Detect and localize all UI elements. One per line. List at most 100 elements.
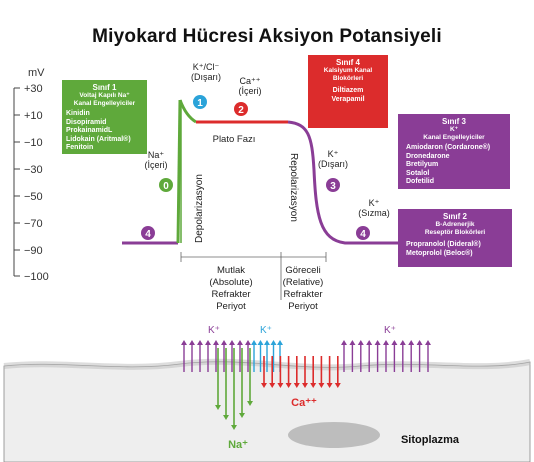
class1-drug: Fenitoin	[66, 144, 94, 151]
na-label: Na⁺	[148, 150, 165, 160]
k-out-arrow-head	[189, 340, 195, 345]
class1-drug: ProkainamidL	[66, 127, 113, 134]
ca-label: Ca⁺⁺	[239, 76, 260, 86]
class3-drug: Amiodaron (Cordarone®)	[406, 144, 491, 151]
absolute-refractory-line2: (Absolute)	[209, 277, 252, 288]
phase1-number: 1	[197, 98, 203, 109]
phase3-circle	[326, 178, 340, 192]
k-out-arrow-head	[197, 340, 203, 345]
k-out-arrow-head	[374, 340, 381, 345]
k-out-arrow-head	[264, 340, 270, 345]
phase0-number: 0	[163, 181, 169, 192]
na-in-arrows	[215, 348, 253, 430]
class1-subtitle1: Voltaj Kapılı Na⁺	[79, 92, 130, 99]
ca-in-arrow-head	[334, 383, 341, 388]
ca-in-arrow-head	[302, 383, 308, 388]
phase3-number: 3	[330, 181, 336, 192]
k-out-arrow-head	[213, 340, 219, 345]
tick-label: −70	[24, 218, 43, 230]
na-in-arrow-head	[247, 401, 253, 406]
k-leak-direction: (Sızma)	[358, 208, 390, 218]
axis-unit: mV	[28, 67, 45, 79]
phase1-circle	[193, 95, 207, 109]
na-cell-label: Na⁺	[228, 439, 248, 451]
tick-label: −50	[24, 191, 43, 203]
na-in-arrow-head	[223, 415, 229, 420]
ca-in-arrow-head	[277, 383, 284, 388]
k-out-arrow-head	[408, 340, 415, 345]
k-leak-label: K⁺	[369, 198, 380, 208]
class2-subtitle1: B-Adrenerjik	[435, 221, 475, 228]
class3-title: Sınıf 3	[441, 117, 466, 126]
class1-subtitle2: Kanal Engelleyiciler	[73, 100, 136, 107]
phase3-repolarization	[287, 120, 408, 245]
class3-drug: Bretilyum	[406, 161, 439, 168]
class2-drug: Metoprolol (Beloc®)	[406, 249, 473, 257]
relative-refractory-line4: Periyot	[288, 301, 318, 312]
class4-drug: Diltiazem	[332, 87, 364, 94]
tick-label: +30	[24, 83, 43, 95]
k-out-arrows-right	[341, 340, 431, 372]
phase4-circle-left	[141, 226, 155, 240]
class4-title: Sınıf 4	[335, 58, 360, 67]
phase4-number-left: 4	[145, 229, 151, 240]
phase2-circle	[234, 102, 248, 116]
k-out-arrow-head	[366, 340, 373, 345]
k-out-arrow-head	[251, 340, 257, 345]
ca-in-arrow-head	[293, 383, 300, 388]
ca-in-arrow-head	[269, 383, 276, 388]
phase4-circle-right	[356, 226, 370, 240]
na-in-arrow-head	[239, 413, 245, 418]
class2-subtitle2: Reseptör Blokörleri	[424, 229, 486, 236]
class1-drug: Disopiramid	[66, 118, 107, 126]
phase2-number: 2	[238, 105, 244, 116]
ca-in-arrow-head	[310, 383, 317, 388]
tick-label: −100	[24, 271, 49, 283]
ca-in-arrow-head	[261, 383, 267, 388]
absolute-refractory-line1: Mutlak	[217, 265, 245, 276]
k-out-arrow-head	[205, 340, 211, 345]
k-cl-direction: (Dışarı)	[191, 72, 221, 82]
k-out-arrow-head	[416, 340, 423, 345]
class1-box: Sınıf 1 Voltaj Kapılı Na⁺ Kanal Engelley…	[62, 80, 147, 154]
k-out-arrow-head	[257, 340, 264, 345]
k-out-arrows-left	[181, 340, 251, 372]
phase0-upstroke	[176, 99, 182, 244]
cytoplasm-label: Sitoplazma	[401, 434, 460, 446]
absolute-refractory-line4: Periyot	[216, 301, 246, 312]
k-out-arrow-head	[383, 340, 389, 345]
class1-drug: Lidokain (Aritmal®)	[66, 135, 131, 143]
class4-drug: Verapamil	[331, 95, 365, 103]
k-out-arrow-head	[357, 340, 364, 345]
k-out-arrow-head	[270, 340, 277, 345]
class1-title: Sınıf 1	[92, 83, 117, 92]
class2-drug: Propranolol (Dideral®)	[406, 241, 481, 248]
k-out-arrow-head	[399, 340, 406, 345]
ca-cell-label: Ca⁺⁺	[291, 397, 317, 409]
tick-label: −90	[24, 245, 43, 257]
class3-drug: Dronedarone	[406, 152, 450, 160]
phase0-circle	[159, 178, 173, 192]
k-out-arrow-head	[245, 340, 251, 345]
ca-in-arrow-head	[285, 383, 292, 388]
k-out-arrow-head	[341, 340, 347, 345]
relative-refractory-line3: Refrakter	[283, 289, 322, 300]
ca-in-arrow-head	[326, 383, 333, 388]
tick-label: −10	[24, 137, 43, 149]
k-out-arrow-head	[237, 340, 243, 345]
repolarization-label: Repolarizasyon	[288, 153, 299, 222]
k-out-arrow-head	[221, 340, 227, 345]
k-out-direction: (Dışarı)	[318, 159, 348, 169]
absolute-refractory-line3: Refrakter	[211, 289, 250, 300]
tick-label: −30	[24, 164, 43, 176]
na-in-arrow-head	[215, 405, 221, 410]
na-in-arrow-head	[231, 425, 237, 430]
class3-box: Sınıf 3 K⁺ Kanal Engelleyiciler Amiodaro…	[398, 114, 510, 189]
ca-in-arrow-head	[318, 383, 325, 388]
ca-direction: (İçeri)	[239, 86, 262, 96]
phase4-number-right: 4	[360, 229, 366, 240]
k-out-arrow-head	[181, 340, 187, 345]
relative-refractory-line2: (Relative)	[283, 277, 324, 288]
ca-in-arrows	[261, 356, 341, 388]
page-title: Miyokard Hücresi Aksiyon Potansiyeli	[92, 26, 442, 47]
